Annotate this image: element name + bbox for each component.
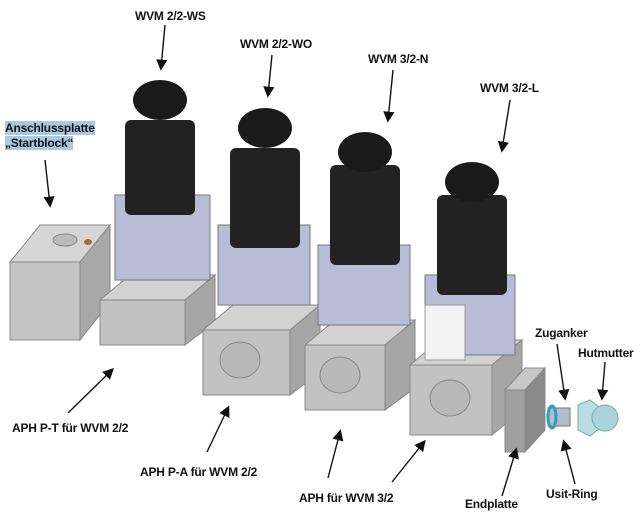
label-hutmutter: Hutmutter <box>578 346 634 360</box>
label-aph-32: APH für WVM 3/2 <box>299 491 394 505</box>
solenoid-valves <box>114 80 516 361</box>
callout-arrows <box>43 24 609 497</box>
label-aph-pt: APH P-T für WVM 2/2 <box>12 421 129 435</box>
label-wvm-32-n: WVM 3/2-N <box>368 52 429 66</box>
label-start-line1: Anschlussplatte <box>5 121 95 135</box>
label-start-block: Anschlussplatte „Startblock“ <box>5 121 95 151</box>
base-blocks <box>98 273 547 454</box>
label-aph-pa: APH P-A für WVM 2/2 <box>140 465 258 479</box>
tie-rod <box>547 407 571 427</box>
label-endplatte: Endplatte <box>465 497 518 511</box>
usit-ring <box>546 404 558 430</box>
label-start-line2: „Startblock“ <box>5 136 74 150</box>
label-wvm-22-wo: WVM 2/2-WO <box>240 37 312 51</box>
label-wvm-22-ws: WVM 2/2-WS <box>135 9 206 23</box>
label-wvm-32-l: WVM 3/2-L <box>480 81 539 95</box>
label-zuganker: Zuganker <box>535 326 588 340</box>
start-block <box>8 223 112 342</box>
label-usit-ring: Usit-Ring <box>546 487 598 501</box>
cap-nut <box>577 399 619 437</box>
